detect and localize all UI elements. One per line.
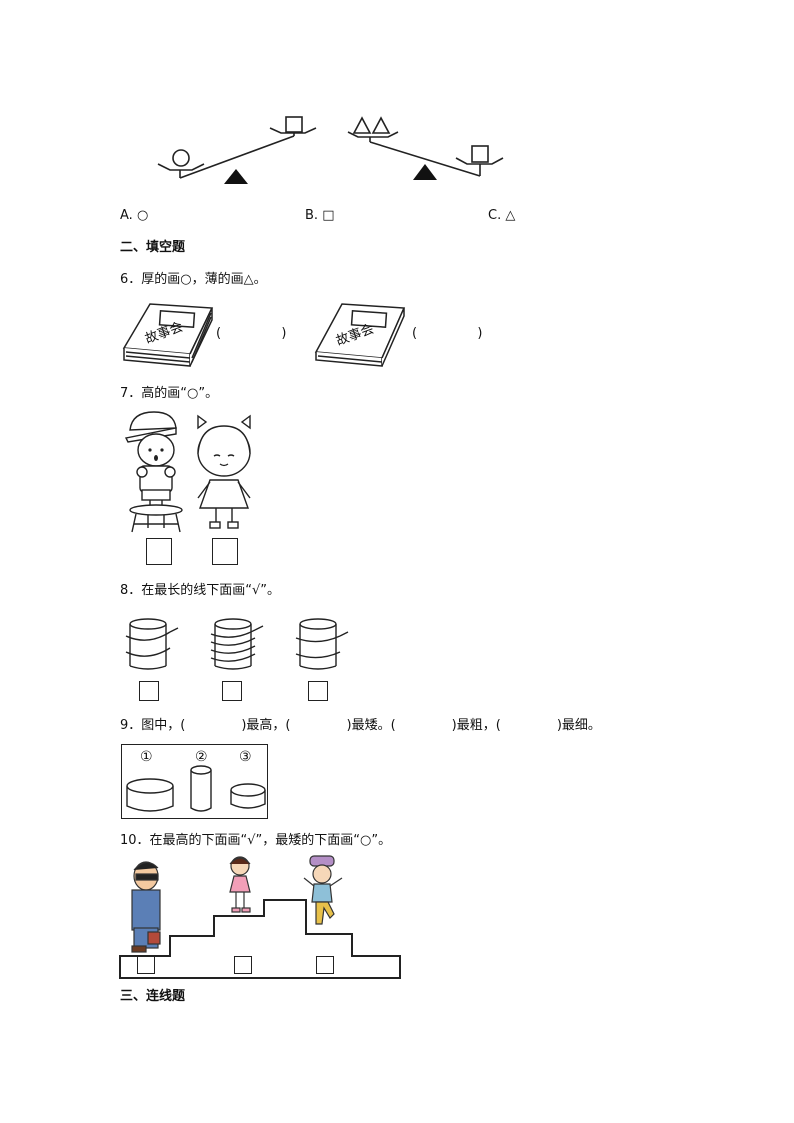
q9-part-3: )最矮。( xyxy=(346,718,396,733)
answer-blank-2[interactable]: ( ) xyxy=(412,326,483,342)
answer-box-boy[interactable] xyxy=(146,538,172,565)
q9-part-1: 9．图中，( xyxy=(120,718,186,733)
thin-book-image xyxy=(314,303,406,367)
question-10-text: 10．在最高的下面画“√”，最矮的下面画“○”。 xyxy=(120,833,392,848)
cylinder-label-3: ③ xyxy=(239,749,252,765)
paren-close: ) xyxy=(477,326,483,341)
option-c-label: C. xyxy=(488,208,502,223)
girl-image xyxy=(197,414,251,529)
cylinder-label-1: ① xyxy=(140,749,153,765)
scale-left-figure xyxy=(157,116,504,184)
question-8-text: 8．在最长的线下面画“√”。 xyxy=(120,583,281,598)
answer-box-cylinder-3[interactable] xyxy=(308,681,328,701)
boy-on-stool-image xyxy=(124,411,183,533)
stairs-people-figure xyxy=(119,855,401,979)
answer-box-cylinder-2[interactable] xyxy=(222,681,242,701)
question-6-text: 6．厚的画○，薄的画△。 xyxy=(120,272,267,287)
square-option-icon: □ xyxy=(322,208,335,223)
paren-close: ) xyxy=(281,326,287,341)
paren-open: ( xyxy=(412,326,418,341)
answer-box-cylinder-1[interactable] xyxy=(139,681,159,701)
triangle-option-icon: △ xyxy=(505,208,516,223)
section-title-fill-blank: 二、填空题 xyxy=(120,240,186,255)
option-a-label: A. xyxy=(120,208,133,223)
option-c[interactable]: C. △ xyxy=(488,208,515,224)
circle-option-icon: ○ xyxy=(136,208,149,223)
answer-box-girl[interactable] xyxy=(212,538,238,565)
q9-part-2: )最高，( xyxy=(241,718,291,733)
wound-cylinders-figure xyxy=(125,618,349,670)
q9-part-5: )最细。 xyxy=(556,718,601,733)
three-cylinders-figure xyxy=(126,765,266,812)
thick-book-image xyxy=(122,303,214,367)
paren-open: ( xyxy=(216,326,222,341)
answer-box-kid-hat[interactable] xyxy=(316,956,334,974)
section-title-matching: 三、连线题 xyxy=(120,989,186,1004)
q9-part-4: )最粗，( xyxy=(451,718,501,733)
question-7-text: 7．高的画“○”。 xyxy=(120,386,219,401)
answer-box-man[interactable] xyxy=(137,956,155,974)
option-b-label: B. xyxy=(305,208,319,223)
answer-box-girl-pink[interactable] xyxy=(234,956,252,974)
option-a[interactable]: A. ○ xyxy=(120,208,148,224)
cylinder-label-2: ② xyxy=(195,749,208,765)
answer-blank-1[interactable]: ( ) xyxy=(216,326,287,342)
option-b[interactable]: B. □ xyxy=(305,208,335,224)
question-9-text: 9．图中，( )最高，( )最矮。( )最粗，( )最细。 xyxy=(120,718,601,734)
